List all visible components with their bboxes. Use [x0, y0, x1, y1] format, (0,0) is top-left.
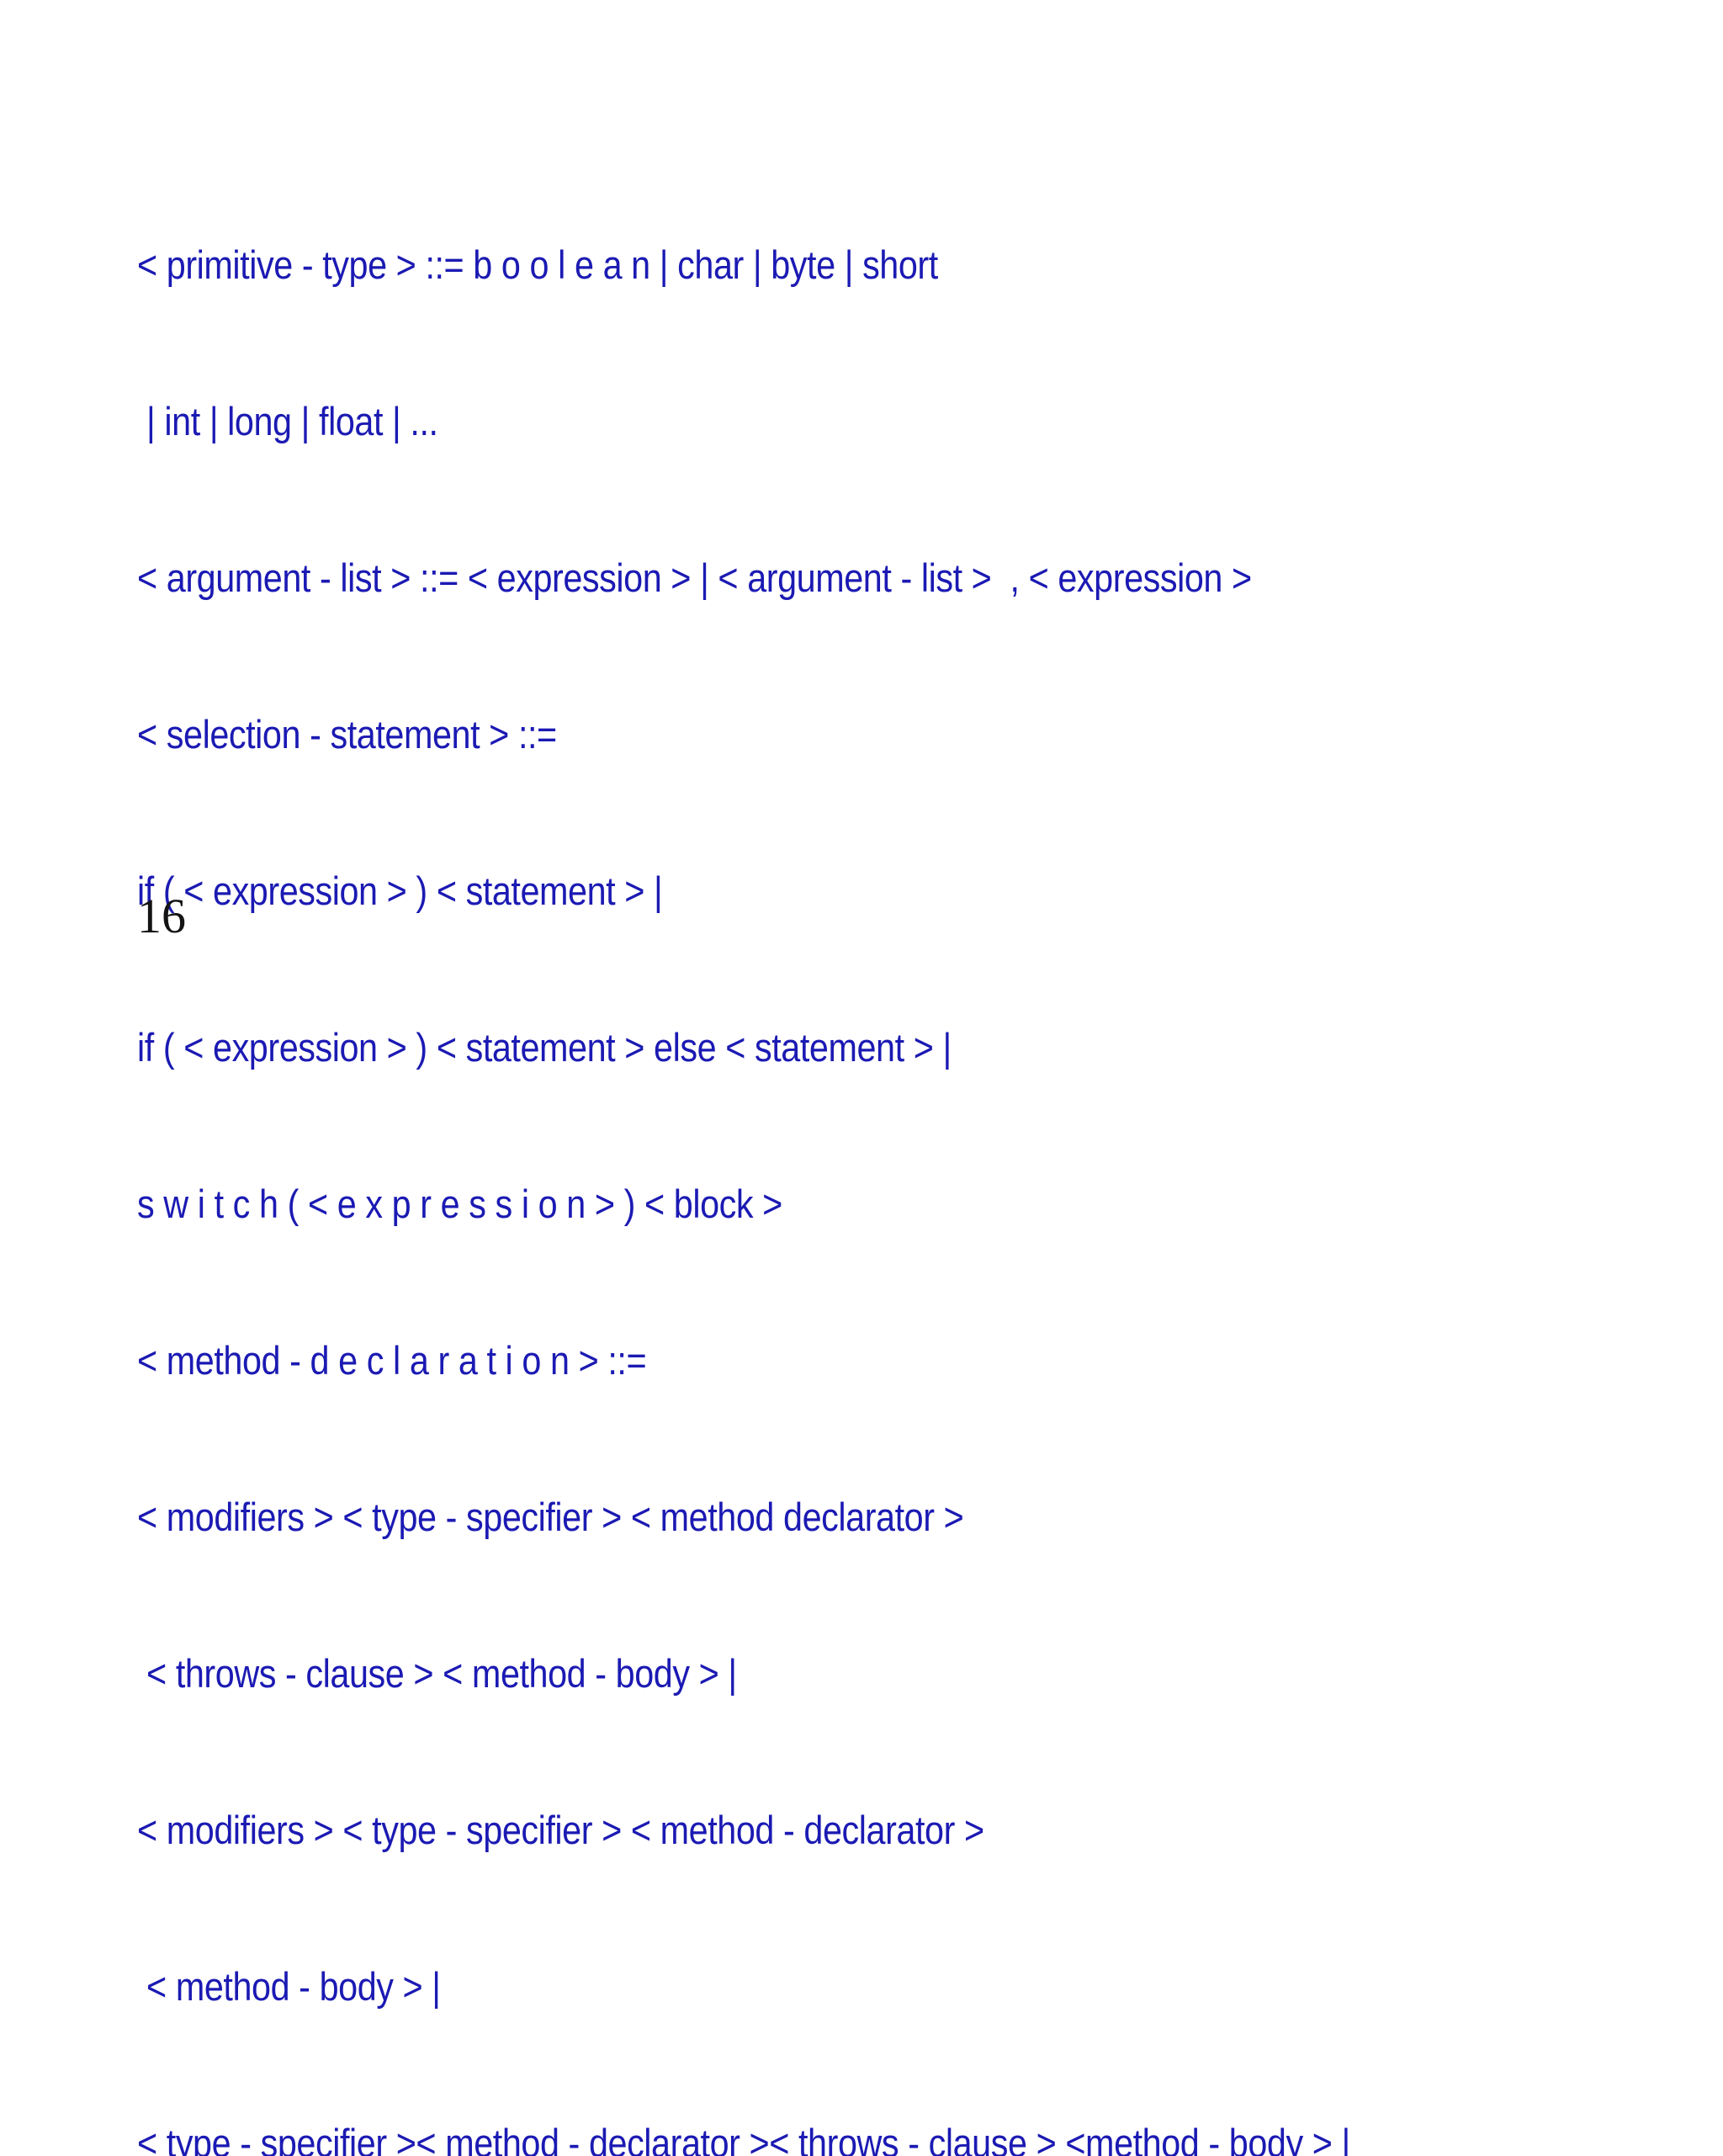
bnf-line: < throws - clause > < method - body > | [137, 1651, 737, 1696]
slide-page: < primitive - type > ::= b o o l e a n |… [137, 242, 1351, 2156]
bnf-line: < type - specifier >< method - declarato… [137, 2121, 1350, 2156]
bnf-line: < primitive - type > ::= b o o l e a n |… [137, 242, 938, 287]
bnf-line: if ( < expression > ) < statement > | [137, 868, 663, 913]
bnf-line: < argument - list > ::= < expression > |… [137, 555, 1252, 600]
bnf-line: < method - d e c l a r a t i o n > ::= [137, 1338, 647, 1383]
bnf-line: if ( < expression > ) < statement > else… [137, 1025, 952, 1070]
bnf-line: < method - body > | [137, 1964, 441, 2009]
bnf-line: < selection - statement > ::= [137, 712, 557, 757]
bnf-line: | int | long | float | ... [137, 399, 438, 443]
bnf-line: < modifiers > < type - specifier > < met… [137, 1495, 964, 1539]
bnf-line: < modifiers > < type - specifier > < met… [137, 1808, 984, 1852]
bnf-line: s w i t c h ( < e x p r e s s i o n > ) … [137, 1182, 782, 1226]
bnf-grammar-block: < primitive - type > ::= b o o l e a n |… [137, 135, 1350, 2156]
page-number: 16 [137, 889, 186, 943]
